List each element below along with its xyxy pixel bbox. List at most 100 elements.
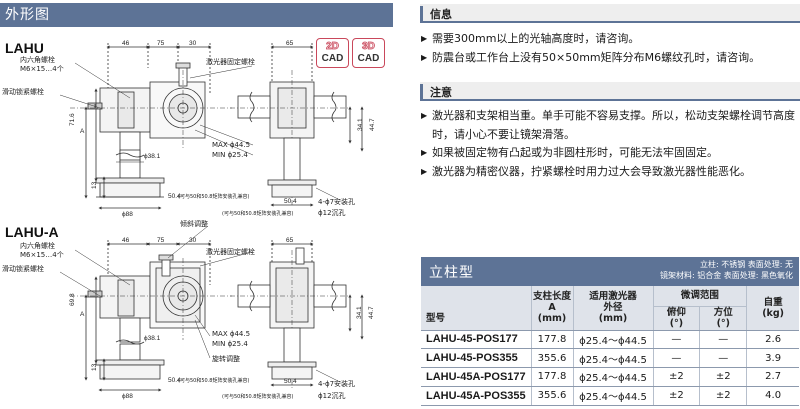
lahu-callout-max: MAX ϕ44.5 — [212, 141, 250, 149]
col-yaw: 方位 (°) — [699, 306, 747, 331]
lahua-callout-hex-bolt-spec: M6×15…4个 — [20, 251, 64, 259]
lahu-dim-71-6: 71.6 — [69, 113, 76, 126]
material-line-1: 立柱: 不锈钢 表面处理: 无 — [699, 260, 793, 269]
info-list: 需要300mm以上的光轴高度时，请咨询。 防震台或工作台上没有50×50mm矩阵… — [421, 30, 799, 67]
row-length: 177.8 — [530, 330, 573, 350]
row-pitch: ±2 — [652, 386, 700, 406]
cad-2d-badge[interactable]: 2D CAD — [316, 38, 349, 68]
cad-3d-label: 3D — [362, 41, 376, 53]
lahua-dim-65: 65 — [286, 237, 294, 244]
lahua-callout-slide-lock: 滑动锁紧螺栓 — [2, 264, 44, 273]
lahu-dim-88: ϕ88 — [122, 211, 133, 218]
row-model: LAHU-45-POS355 — [421, 348, 531, 369]
lahu-dim-30: 30 — [189, 40, 197, 47]
lahua-callout-tilt: 倾斜调整 — [180, 219, 208, 228]
notice-item: 激光器为精密仪器，拧紧螺栓时用力过大会导致激光器性能恶化。 — [421, 163, 799, 182]
row-diameter: ϕ25.4～ϕ44.5 — [572, 386, 653, 406]
lahu-dim-75: 75 — [157, 40, 165, 47]
row-length: 355.6 — [530, 348, 573, 369]
notice-section-header: 注意 — [420, 82, 800, 101]
row-model: LAHU-45-POS177 — [421, 330, 531, 350]
lahu-callout-hex-bolt-spec: M6×15…4个 — [20, 65, 64, 73]
technical-drawing: 内六角螺栓 M6×15…4个 滑动锁紧螺栓 激光器固定螺栓 MAX ϕ44.5 … — [2, 40, 376, 400]
row-yaw: — — [699, 330, 747, 350]
lahu-callout-min: MIN ϕ25.4 — [212, 151, 248, 159]
lahu-dim-a: A — [80, 128, 85, 135]
cad-2d-sublabel: CAD — [321, 53, 344, 64]
lahua-front-view — [230, 240, 364, 390]
lahua-callout-rotate: 旋转调整 — [212, 354, 240, 363]
lahua-dim-75: 75 — [157, 237, 165, 244]
info-item: 需要300mm以上的光轴高度时，请咨询。 — [421, 30, 799, 49]
row-yaw: — — [699, 348, 747, 369]
row-weight: 2.6 — [746, 330, 799, 350]
lahua-dim-44-7: 44.7 — [368, 306, 375, 319]
lahua-model-label: LAHU-A — [5, 224, 59, 240]
notice-title: 注意 — [430, 86, 452, 99]
lahua-callout-note-2: (可与50和50.8矩阵安装孔兼容) — [222, 393, 293, 400]
lahua-callout-counterbore: ϕ12沉孔 — [318, 392, 346, 400]
lahu-side-view — [70, 43, 232, 210]
material-info: 立柱: 不锈钢 表面处理: 无 镜架材料: 铝合金 表面处理: 黑色氧化 — [660, 259, 793, 281]
row-length: 177.8 — [530, 367, 573, 387]
drawing-section-header: 外形图 — [0, 3, 393, 27]
lahua-dim-34-1: 34.1 — [356, 306, 363, 319]
lahua-dim-a: A — [80, 311, 85, 318]
lahua-dim-38-1: ϕ38.1 — [144, 335, 161, 342]
row-diameter: ϕ25.4～ϕ44.5 — [572, 348, 653, 369]
material-line-2: 镜架材料: 铝合金 表面处理: 黑色氧化 — [659, 271, 793, 280]
spec-table-section: 立柱型 立柱: 不锈钢 表面处理: 无 镜架材料: 铝合金 表面处理: 黑色氧化… — [421, 257, 799, 406]
lahu-callout-holes: 4-ϕ7安装孔 — [318, 197, 355, 206]
lahu-callout-note-1: (可与50和50.8矩阵安装孔兼容) — [178, 193, 249, 200]
notice-item: 激光器和支架相当重。单手可能不容易支撑。所以，松动支架螺栓调节高度时，请小心不要… — [421, 107, 799, 144]
lahua-callout-note-1: (可与50和50.8矩阵安装孔兼容) — [178, 377, 249, 384]
lahua-callout-hex-bolt: 内六角螺栓 — [20, 241, 55, 250]
lahua-callout-holes: 4-ϕ7安装孔 — [318, 379, 355, 388]
spec-title: 立柱型 — [429, 265, 474, 281]
lahua-dim-46: 46 — [122, 237, 130, 244]
row-pitch: — — [652, 348, 700, 369]
notice-list: 激光器和支架相当重。单手可能不容易支撑。所以，松动支架螺栓调节高度时，请小心不要… — [421, 107, 799, 181]
cad-3d-badge[interactable]: 3D CAD — [352, 38, 385, 68]
table-row: LAHU-45A-POS177 177.8 ϕ25.4～ϕ44.5 ±2 ±2 … — [421, 367, 799, 387]
col-weight: 自重 (kg) — [746, 286, 799, 331]
row-length: 355.6 — [530, 386, 573, 406]
lahu-callout-note-2: (可与50和50.8矩阵安装孔兼容) — [222, 210, 293, 217]
lahua-dim-50-4: 50.4 — [168, 377, 181, 384]
row-model: LAHU-45A-POS355 — [421, 386, 531, 406]
col-model: 型号 — [421, 286, 531, 331]
lahu-dim-34-1: 34.1 — [357, 118, 364, 131]
notice-header-bar — [420, 84, 423, 99]
lahua-dim-88: ϕ88 — [122, 393, 133, 400]
lahu-dim-13: 13 — [91, 181, 98, 189]
lahu-callout-counterbore: ϕ12沉孔 — [318, 209, 346, 217]
row-yaw: ±2 — [699, 367, 747, 387]
row-model: LAHU-45A-POS177 — [421, 367, 531, 387]
cad-2d-label: 2D — [326, 41, 340, 53]
lahu-dim-50-4: 50.4 — [168, 193, 181, 200]
row-diameter: ϕ25.4～ϕ44.5 — [572, 367, 653, 387]
spec-table: 型号 支柱长度 A (mm) 适用激光器 外径 (mm) 微调范围 自重 (kg… — [421, 286, 799, 406]
row-diameter: ϕ25.4～ϕ44.5 — [572, 330, 653, 350]
lahua-side-view — [70, 240, 232, 392]
info-header-bar — [420, 6, 423, 21]
lahua-callout-min: MIN ϕ25.4 — [212, 340, 248, 348]
row-yaw: ±2 — [699, 386, 747, 406]
row-weight: 4.0 — [746, 386, 799, 406]
lahua-dim-50-4-front: 50.4 — [284, 378, 297, 385]
lahu-callout-hex-bolt: 内六角螺栓 — [20, 55, 55, 64]
col-length: 支柱长度 A (mm) — [530, 286, 573, 331]
info-section-header: 信息 — [420, 4, 800, 23]
lahu-dim-65: 65 — [286, 40, 294, 47]
table-row: LAHU-45A-POS355 355.6 ϕ25.4～ϕ44.5 ±2 ±2 … — [421, 386, 799, 406]
lahu-dimension-labels: 内六角螺栓 M6×15…4个 滑动锁紧螺栓 激光器固定螺栓 MAX ϕ44.5 … — [2, 40, 376, 218]
lahu-dim-44-7: 44.7 — [369, 118, 376, 131]
lahu-front-view — [230, 43, 364, 207]
row-weight: 2.7 — [746, 367, 799, 387]
notice-item: 如果被固定物有凸起或为非圆柱形时，可能无法牢固固定。 — [421, 144, 799, 163]
lahu-dim-50-4-front: 50.4 — [284, 198, 297, 205]
col-pitch: 俯仰 (°) — [652, 306, 700, 331]
lahu-callout-laser-fix: 激光器固定螺栓 — [206, 57, 255, 66]
table-row: LAHU-45-POS355 355.6 ϕ25.4～ϕ44.5 — — 3.9 — [421, 348, 799, 369]
lahua-dim-69-8: 69.8 — [69, 293, 76, 306]
